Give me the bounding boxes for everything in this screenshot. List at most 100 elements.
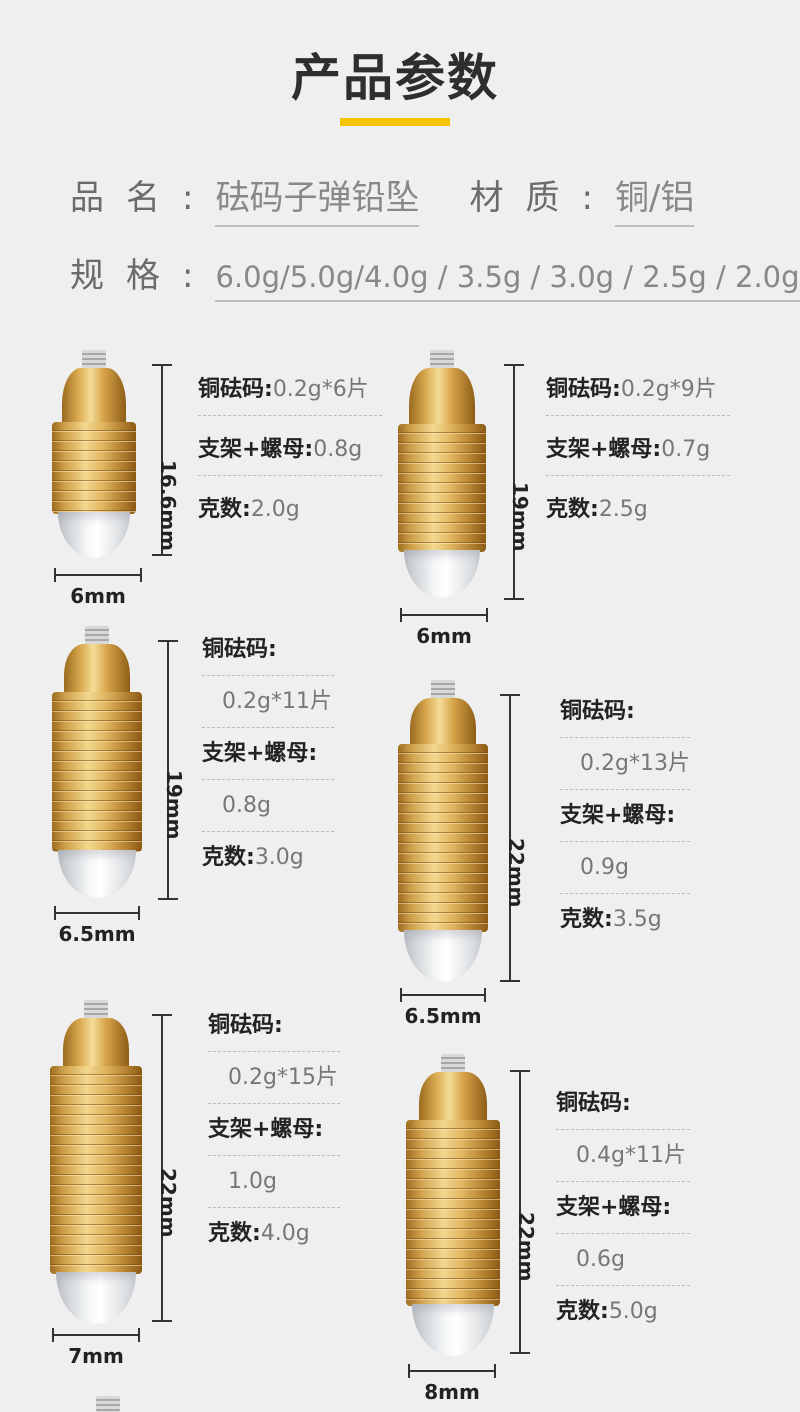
page-title: 产品参数 [291,49,499,107]
weight-body [52,692,142,852]
copper-label: 铜砝码: [560,699,635,724]
width-label: 6.5mm [404,1004,482,1028]
bracket-value: 0.9g [580,855,629,880]
name-label: 品名: [70,178,216,218]
total-value: 3.5g [612,907,662,932]
weight-image [52,350,136,560]
height-dimension: 22mm [510,1070,538,1354]
total-label: 克数: [202,845,255,870]
clear-tip [58,850,136,898]
bracket-label: 支架+螺母: [198,437,314,462]
spec-row-size: 规格:6.0g/5.0g/4.0g / 3.5g / 3.0g / 2.5g /… [70,248,800,302]
product-2g: 16.6mm 6mm 铜砝码:0.2g*6片 支架+螺母:0.8g 克数:2.0… [50,340,390,610]
weight-body [406,1120,500,1306]
clear-tip [412,1304,494,1356]
title-underline [340,118,450,126]
total-value: 2.0g [250,497,300,522]
weight-body [398,744,488,932]
product-3-5g: 22mm 6.5mm 铜砝码: 0.2g*13片 支架+螺母: 0.9g 克数:… [396,676,736,1036]
height-dimension: 16.6mm [152,364,180,556]
product-5g: 22mm 8mm 铜砝码: 0.4g*11片 支架+螺母: 0.6g 克数:5.… [404,1050,744,1412]
copper-value: 0.2g*6片 [272,377,369,402]
bracket-value: 0.7g [661,437,711,462]
clear-tip [404,930,482,982]
thread [84,1000,108,1022]
hex-nut [63,1018,129,1070]
height-label: 22mm [504,838,528,908]
size-value: 6.0g/5.0g/4.0g / 3.5g / 3.0g / 2.5g / 2.… [215,260,800,302]
bracket-value: 0.8g [313,437,363,462]
copper-label: 铜砝码: [198,377,273,402]
clear-tip [56,1272,136,1324]
copper-value: 0.4g*11片 [576,1143,686,1168]
copper-value: 0.2g*13片 [580,751,690,776]
weight-body [398,424,486,552]
product-info: 铜砝码: 0.2g*13片 支架+螺母: 0.9g 克数:3.5g [560,686,690,946]
bracket-label: 支架+螺母: [556,1195,672,1220]
height-label: 22mm [156,1168,180,1238]
height-dimension: 19mm [504,364,532,600]
total-label: 克数: [198,497,251,522]
total-label: 克数: [560,907,613,932]
width-label: 7mm [68,1344,124,1368]
width-label: 6mm [70,584,126,608]
height-dimension: 22mm [152,1014,180,1322]
height-dimension: 22mm [500,694,528,982]
width-dimension: 8mm [408,1364,496,1404]
height-dimension: 19mm [158,640,186,900]
hex-nut [410,698,476,748]
copper-value: 0.2g*11片 [222,689,332,714]
name-value: 砝码子弹铅坠 [215,170,420,227]
weight-image [50,1000,142,1326]
product-4g: 22mm 7mm 铜砝码: 0.2g*15片 支架+螺母: 1.0g 克数:4.… [48,996,388,1376]
total-label: 克数: [546,497,599,522]
total-label: 克数: [208,1221,261,1246]
clear-tip [404,550,480,598]
weight-image [406,1054,500,1358]
height-label: 22mm [514,1212,538,1282]
next-product-thread [96,1396,120,1412]
hex-nut [409,368,475,430]
width-label: 6.5mm [58,922,136,946]
width-dimension: 6mm [400,608,488,648]
total-value: 3.0g [254,845,304,870]
product-2-5g: 19mm 6mm 铜砝码:0.2g*9片 支架+螺母:0.7g 克数:2.5g [396,340,736,650]
copper-value: 0.2g*9片 [620,377,717,402]
copper-label: 铜砝码: [208,1013,283,1038]
copper-label: 铜砝码: [202,637,277,662]
thread [82,350,106,372]
total-label: 克数: [556,1299,609,1324]
total-value: 5.0g [608,1299,658,1324]
spec-row-name-material: 品名:砝码子弹铅坠 材质:铜/铝 [70,170,695,227]
product-3g: 19mm 6.5mm 铜砝码: 0.2g*11片 支架+螺母: 0.8g 克数:… [50,620,390,950]
height-label: 19mm [162,770,186,840]
product-info: 铜砝码:0.2g*9片 支架+螺母:0.7g 克数:2.5g [546,364,730,536]
copper-label: 铜砝码: [556,1091,631,1116]
hex-nut [62,368,126,428]
weight-body [52,422,136,514]
weight-body [50,1066,142,1274]
width-dimension: 6.5mm [54,906,140,946]
thread [431,680,455,702]
hex-nut [419,1072,487,1124]
height-label: 16.6mm [156,460,180,552]
total-value: 4.0g [260,1221,310,1246]
height-label: 19mm [508,482,532,552]
width-label: 6mm [416,624,472,648]
product-info: 铜砝码: 0.4g*11片 支架+螺母: 0.6g 克数:5.0g [556,1078,690,1338]
product-info: 铜砝码: 0.2g*15片 支架+螺母: 1.0g 克数:4.0g [208,1000,340,1260]
material-value: 铜/铝 [614,170,695,227]
bracket-label: 支架+螺母: [208,1117,324,1142]
weight-image [52,626,142,900]
thread [430,350,454,372]
copper-label: 铜砝码: [546,377,621,402]
bracket-label: 支架+螺母: [202,741,318,766]
width-dimension: 7mm [52,1328,140,1368]
total-value: 2.5g [598,497,648,522]
weight-image [398,350,486,600]
clear-tip [58,512,130,558]
bracket-value: 1.0g [228,1169,277,1194]
thread [441,1054,465,1076]
material-label: 材质: [469,178,615,218]
bracket-label: 支架+螺母: [560,803,676,828]
